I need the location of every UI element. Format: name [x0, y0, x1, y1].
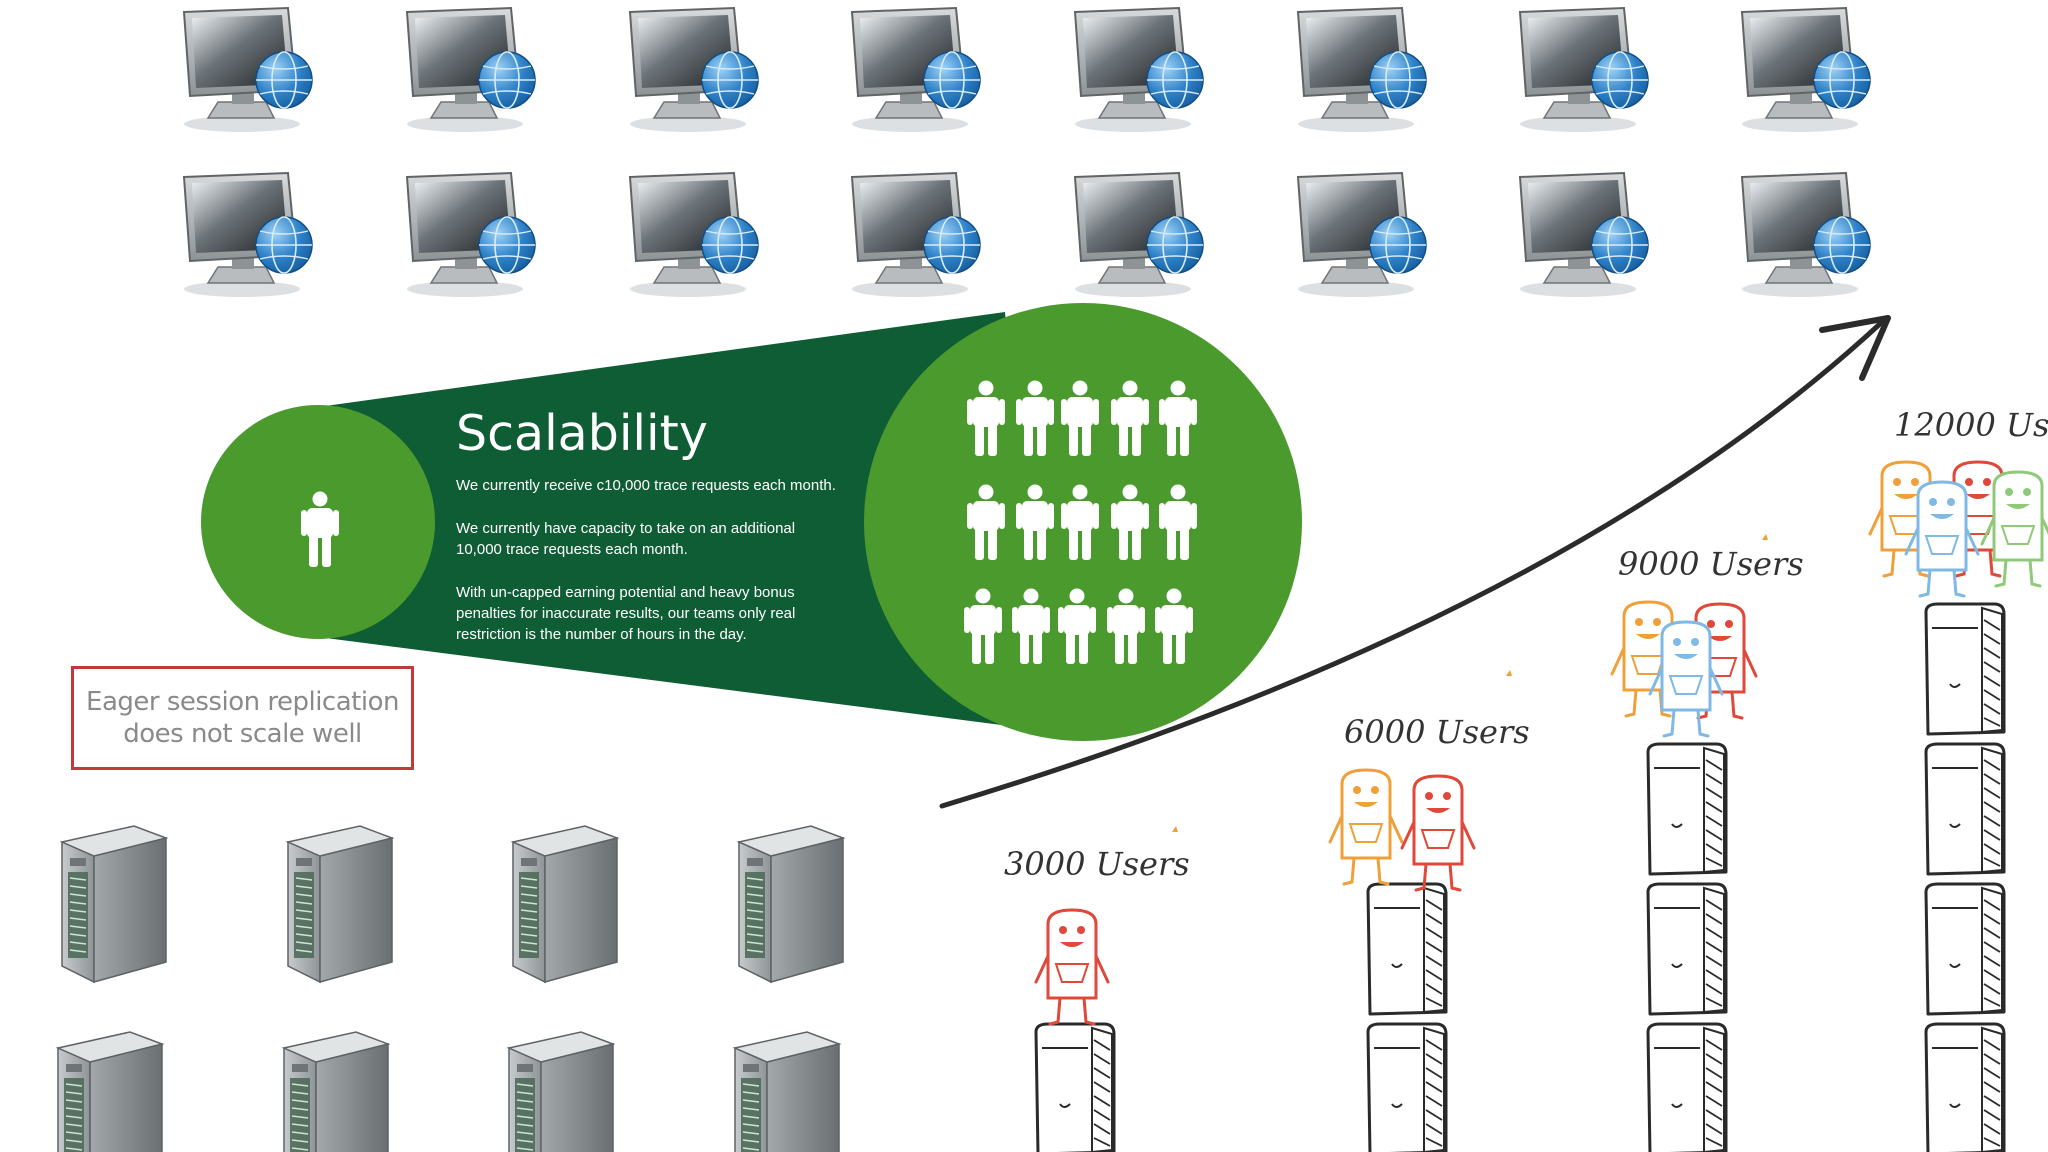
scalability-line: penalties for inaccurate results, our te… [456, 605, 795, 622]
globe-monitor-icon [1074, 7, 1204, 133]
sparkle-icons [1172, 534, 1768, 832]
sketch-server-icon [1646, 1022, 1728, 1152]
client-monitors-row-2 [183, 172, 1871, 298]
callout-line: does not scale well [123, 719, 362, 749]
stack-6000: 6000 Users [1328, 713, 1530, 1152]
sparkle-icon [1762, 534, 1768, 540]
globe-monitor-icon [629, 172, 759, 298]
sketch-server-icon [1924, 602, 2006, 736]
globe-monitor-icon [183, 172, 313, 298]
globe-monitor-icon [1741, 7, 1871, 133]
globe-monitor-icon [406, 7, 536, 133]
globe-monitor-icon [1519, 7, 1649, 133]
globe-monitor-icon [406, 172, 536, 298]
sketch-server-icon [1646, 742, 1728, 876]
scalability-line: We currently receive c10,000 trace reque… [456, 477, 836, 494]
user-monster-icon [1328, 768, 1404, 886]
scalability-line: 10,000 trace requests each month. [456, 541, 688, 558]
globe-monitor-icon [1519, 172, 1649, 298]
stack-3000: 3000 Users [1004, 845, 1190, 1152]
globe-monitor-icon [1297, 7, 1427, 133]
user-monster-icon [1648, 620, 1724, 738]
stack-12000: 12000 Users [1868, 406, 2048, 1152]
tower-server-icon [508, 1031, 614, 1152]
scalability-graphic: Scalability We currently receive c10,000… [201, 303, 1302, 741]
sketch-server-icon [1924, 742, 2006, 876]
callout-line: Eager session replication [86, 687, 399, 717]
sketch-server-icon [1924, 1022, 2006, 1152]
stack-9000: 9000 Users [1610, 545, 1804, 1152]
globe-monitor-icon [183, 7, 313, 133]
server-farm [57, 825, 844, 1152]
tower-server-icon [57, 1031, 163, 1152]
tower-server-icon [512, 825, 618, 983]
user-monster-icon [1904, 480, 1980, 598]
users-label-9000: 9000 Users [1618, 545, 1804, 583]
users-label-12000: 12000 Users [1894, 406, 2048, 444]
scalability-title: Scalability [456, 405, 708, 462]
sketch-server-icon [1034, 1022, 1116, 1152]
users-label-6000: 6000 Users [1344, 713, 1530, 751]
sketch-server-icon [1366, 1022, 1448, 1152]
sparkle-icon [1172, 826, 1178, 832]
users-label-3000: 3000 Users [1004, 845, 1190, 883]
replication-callout: Eager session replication does not scale… [71, 666, 414, 770]
sketch-server-icon [1646, 882, 1728, 1016]
scalability-line: With un-capped earning potential and hea… [456, 584, 795, 601]
sparkle-icon [1506, 670, 1512, 676]
user-monster-icon [1400, 774, 1476, 892]
globe-monitor-icon [629, 7, 759, 133]
globe-monitor-icon [851, 7, 981, 133]
tower-server-icon [61, 825, 167, 983]
globe-monitor-icon [1074, 172, 1204, 298]
scalability-funnel [318, 312, 1040, 730]
user-monster-icon [1034, 908, 1110, 1026]
scalability-body: We currently receive c10,000 trace reque… [456, 477, 836, 643]
scalability-line: restriction is the number of hours in th… [456, 626, 747, 643]
globe-monitor-icon [1741, 172, 1871, 298]
tower-server-icon [734, 1031, 840, 1152]
scalability-line: We currently have capacity to take on an… [456, 520, 795, 537]
globe-monitor-icon [851, 172, 981, 298]
sketch-server-icon [1366, 882, 1448, 1016]
tower-server-icon [283, 1031, 389, 1152]
client-monitors-row-1 [183, 7, 1871, 133]
globe-monitor-icon [1297, 172, 1427, 298]
tower-server-icon [287, 825, 393, 983]
sketch-server-icon [1924, 882, 2006, 1016]
tower-server-icon [738, 825, 844, 983]
growth-arrow-icon [939, 315, 1891, 809]
